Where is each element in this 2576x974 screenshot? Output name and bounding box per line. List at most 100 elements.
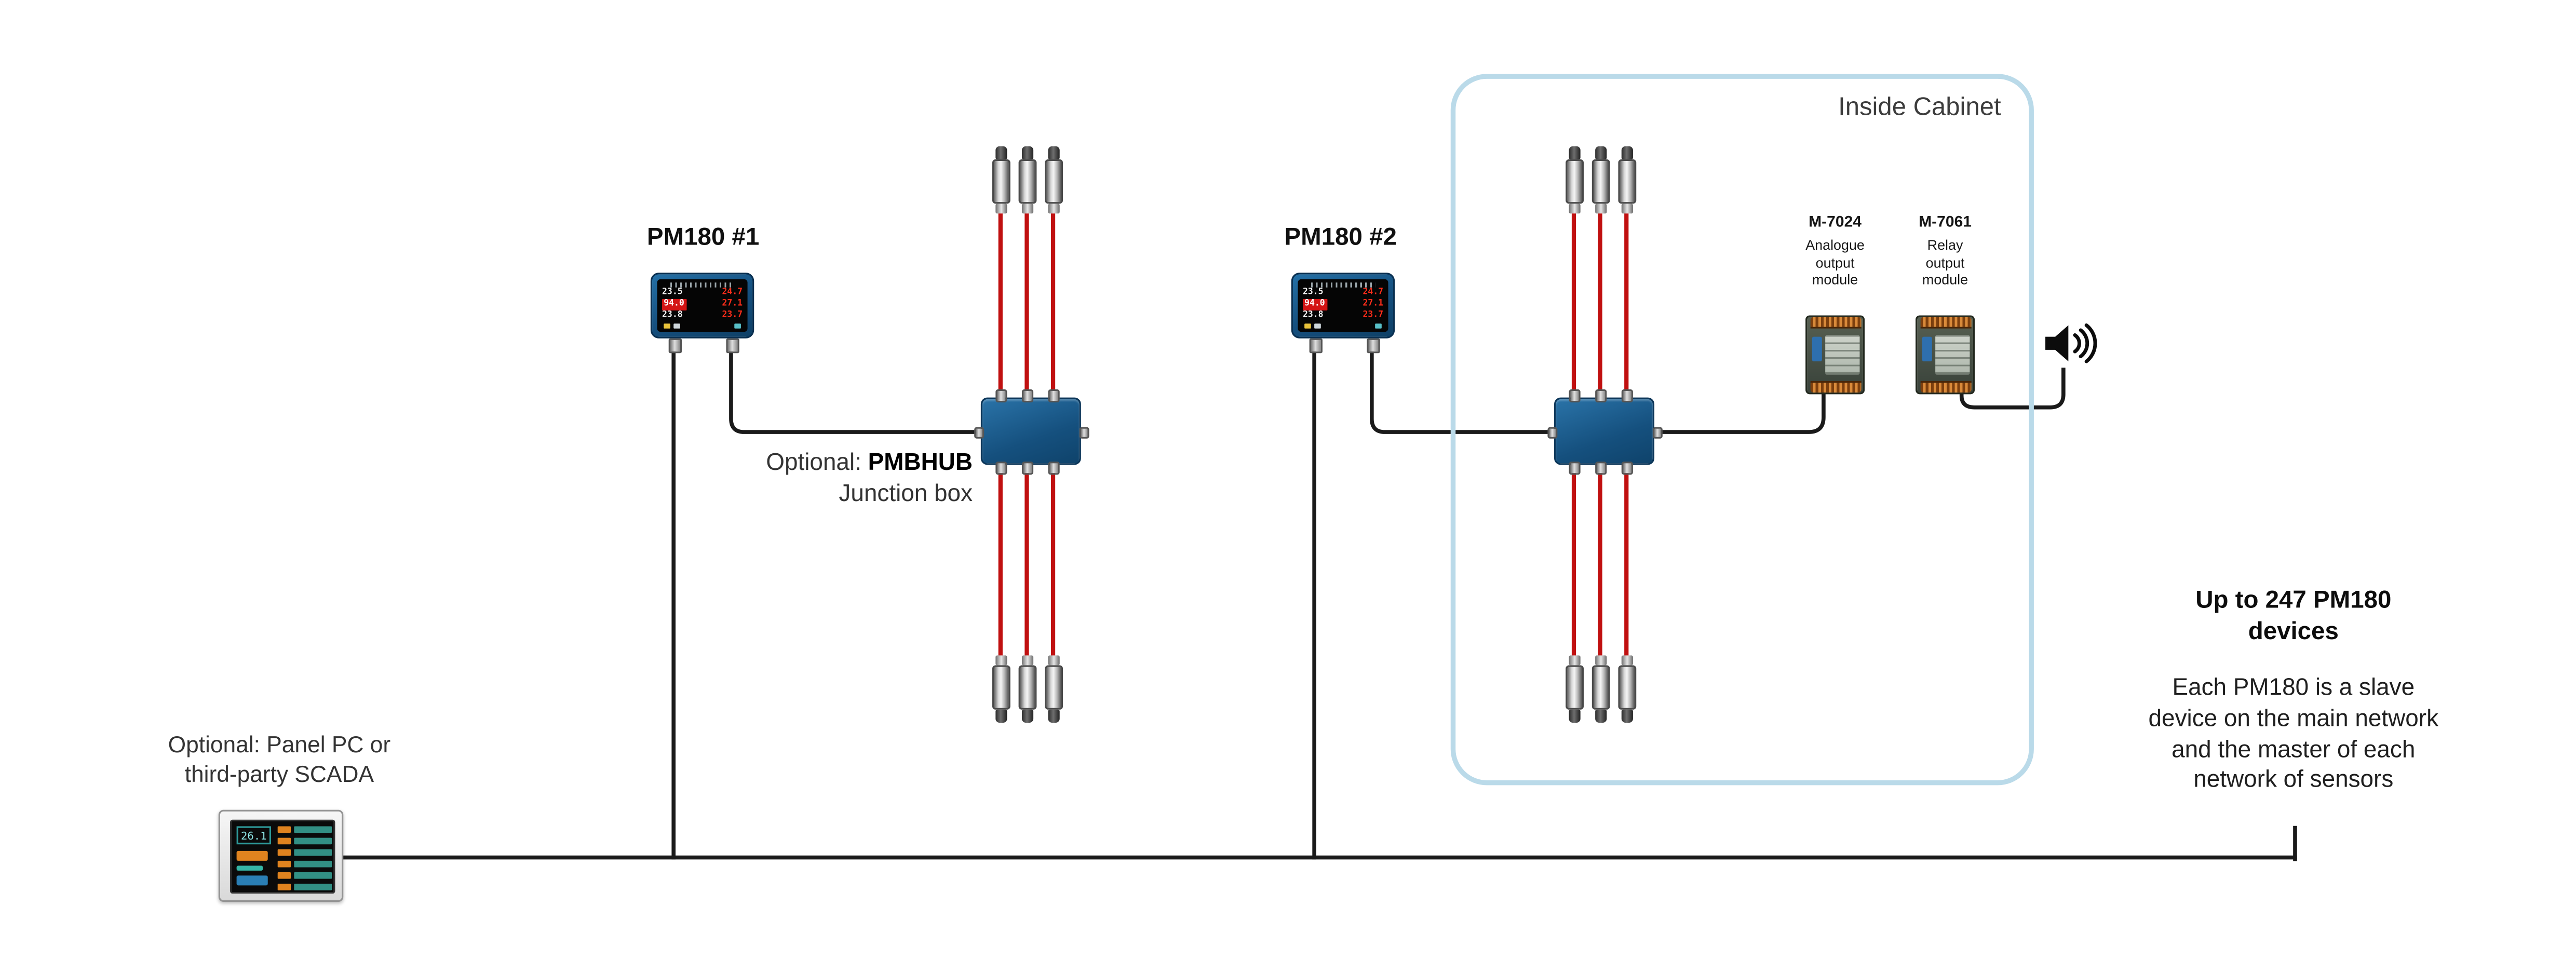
- sensor-cable: [1571, 471, 1629, 664]
- screen-header-strip: [670, 282, 735, 288]
- terminal-strip: [1810, 317, 1861, 329]
- hub-port: [995, 389, 1007, 403]
- speaker-body: [2045, 325, 2069, 362]
- network-wires: [341, 346, 2297, 861]
- m7024-desc-line: module: [1812, 271, 1858, 288]
- sensor-connector: [1017, 146, 1036, 214]
- list-cell: [277, 872, 291, 879]
- connector-body: [991, 159, 1010, 204]
- screen-row: 94.0 27.1: [662, 299, 743, 310]
- connector-ferrule: [1047, 655, 1059, 666]
- module-tag: [1922, 336, 1932, 362]
- m7024-label: M-7024 Analogue output module: [1770, 213, 1901, 288]
- channel-value: 24.7: [722, 287, 743, 297]
- screen-row: 23.8 23.7: [662, 310, 743, 322]
- hub-port: [1595, 389, 1607, 403]
- screen-list-row: [277, 884, 332, 890]
- junction-box-1: [974, 389, 1089, 475]
- screen-list-row: [277, 849, 332, 856]
- status-icon: [1375, 323, 1382, 329]
- screen-footer-icons: [1303, 322, 1383, 330]
- connector-ferrule: [994, 204, 1006, 214]
- terminal-strip: [1920, 381, 1971, 393]
- connector-cap: [1594, 709, 1606, 723]
- pmbhub-note-prefix: Optional:: [766, 450, 868, 477]
- relay-output-module: [1916, 315, 1975, 395]
- connector-cap: [1621, 709, 1633, 723]
- pm180-1-label: PM180 #1: [646, 223, 760, 252]
- hub-port: [1048, 389, 1060, 403]
- sensor-connector: [991, 655, 1010, 723]
- list-cell: [277, 849, 291, 856]
- list-cell: [293, 826, 332, 833]
- list-cell: [277, 837, 291, 845]
- m7061-desc-line: module: [1922, 271, 1968, 288]
- connector-cap: [1594, 146, 1606, 159]
- sensor-connector: [1590, 655, 1610, 723]
- hub-port: [995, 462, 1007, 475]
- hub-port: [1569, 389, 1581, 403]
- connector-cap: [994, 146, 1006, 159]
- junction-box-2: [1547, 389, 1663, 475]
- list-cell: [293, 849, 332, 856]
- pm180-2-screen: 23.5 24.7 94.0 27.1 23.8 23.7: [1298, 279, 1388, 332]
- module-faceplate: [1825, 335, 1860, 375]
- hub-port: [1652, 427, 1663, 439]
- pmbhub-note-line2: Junction box: [839, 481, 973, 508]
- inside-cabinet-label: Inside Cabinet: [1838, 93, 2001, 122]
- connector-cap: [1568, 146, 1580, 159]
- list-cell: [293, 837, 332, 845]
- inside-cabinet-outline: [1450, 74, 2034, 786]
- m7061-desc-line: Relay: [1927, 236, 1963, 253]
- sensor-connector: [1564, 655, 1584, 723]
- hub-port: [1021, 389, 1034, 403]
- hub-port: [1021, 462, 1034, 475]
- sensor-cables: [998, 212, 1629, 664]
- m7061-title: M-7061: [1919, 213, 1972, 232]
- screen-row: 23.5 24.7: [662, 288, 743, 299]
- screen-header-strip: [1311, 282, 1375, 288]
- sensor-connector: [1017, 655, 1036, 723]
- connector-body: [1617, 159, 1636, 204]
- sensor-connector: [991, 146, 1010, 214]
- connector-ferrule: [1621, 204, 1633, 214]
- connector-ferrule: [1594, 204, 1606, 214]
- panel-pc-value: 26.1: [236, 826, 272, 845]
- screen-row: 94.0 27.1: [1302, 299, 1384, 310]
- connector-body: [1565, 665, 1583, 710]
- speaker-icon: [2045, 323, 2097, 363]
- m7061-label: M-7061 Relay output module: [1880, 213, 2011, 288]
- connector-ferrule: [1568, 655, 1580, 666]
- module-tag: [1812, 336, 1822, 362]
- channel-value: 27.1: [722, 299, 743, 309]
- hub-port: [1079, 427, 1089, 439]
- panel-pc-caption: Optional: Panel PC or third-party SCADA: [168, 730, 391, 786]
- channel-value-alarm: 94.0: [662, 299, 686, 310]
- channel-value: 23.7: [1363, 310, 1384, 320]
- connector-ferrule: [1594, 655, 1606, 666]
- pm180-2-device: 23.5 24.7 94.0 27.1 23.8 23.7: [1291, 273, 1395, 353]
- analogue-output-module: [1805, 315, 1865, 395]
- channel-value: 23.5: [1302, 287, 1324, 297]
- status-icon: [734, 323, 741, 329]
- pmbhub-note-name: PMBHUB: [868, 450, 973, 477]
- connector-ferrule: [1047, 204, 1059, 214]
- list-cell: [293, 884, 332, 890]
- sensor-connector: [1043, 655, 1063, 723]
- connector-ferrule: [1568, 204, 1580, 214]
- connector-cap: [994, 709, 1006, 723]
- channel-value: 23.7: [722, 310, 743, 320]
- screen-list-row: [277, 826, 332, 833]
- screen-row: 23.8 23.7: [1303, 310, 1383, 322]
- channel-value: 27.1: [1363, 299, 1384, 309]
- hub-port: [1621, 462, 1633, 475]
- pm180-2-to-hub-wire: [1370, 346, 1552, 434]
- device-connector: [1309, 337, 1323, 353]
- hub-port: [974, 427, 984, 439]
- screen-row: 23.5 24.7: [1303, 288, 1383, 299]
- status-icon: [664, 323, 670, 329]
- capacity-note-body: Each PM180 is a slave device on the main…: [2148, 675, 2439, 794]
- hub-port: [1569, 462, 1581, 475]
